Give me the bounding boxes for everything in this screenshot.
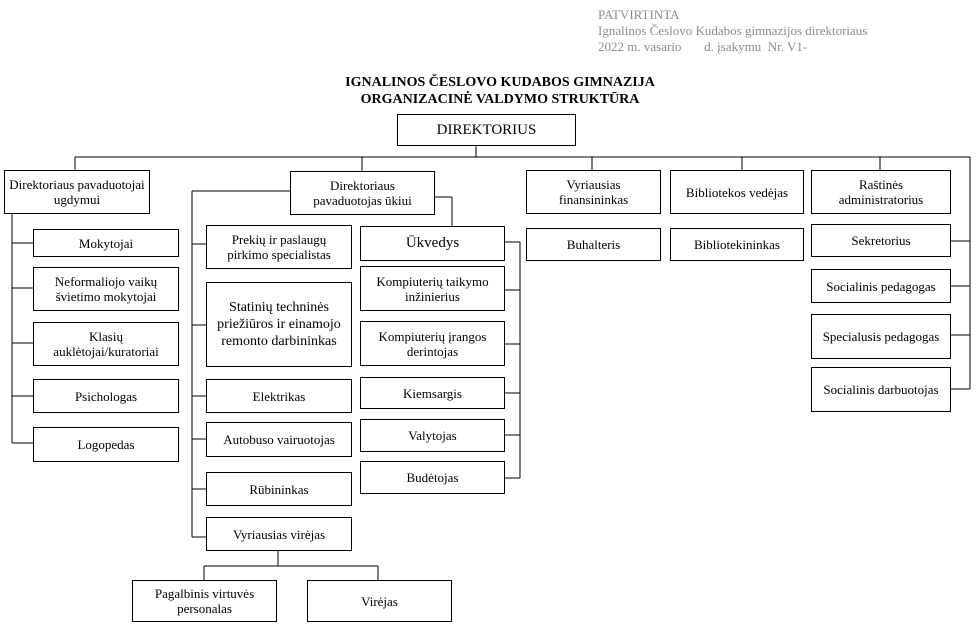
node-accountant: Buhalteris [526, 228, 661, 261]
node-librarian: Bibliotekininkas [670, 228, 804, 261]
node-housekeeper: Ūkvedys [360, 226, 505, 261]
node-social-pedagogue: Socialinis pedagogas [811, 269, 951, 303]
node-kitchen-staff: Pagalbinis virtuvės personalas [132, 580, 277, 622]
node-cloakroom: Rūbininkas [206, 472, 352, 506]
node-nonformal-teachers: Neformaliojo vaikų švietimo mokytojai [33, 267, 179, 311]
node-bus-driver: Autobuso vairuotojas [206, 422, 352, 457]
node-speech-therapist: Logopedas [33, 427, 179, 462]
node-electrician: Elektrikas [206, 379, 352, 413]
node-it-engineer: Kompiuterių taikymo inžinierius [360, 266, 505, 311]
node-cook: Virėjas [307, 580, 452, 622]
node-maintenance-worker: Statinių techninės priežiūros ir einamoj… [206, 282, 352, 367]
node-psychologist: Psichologas [33, 379, 179, 413]
title-structure: ORGANIZACINĖ VALDYMO STRUKTŪRA [360, 92, 640, 107]
node-yard-keeper: Kiemsargis [360, 377, 505, 409]
node-library-head: Bibliotekos vedėjas [670, 170, 804, 214]
approval-line-3: 2022 m. vasario d. įsakymu Nr. V1- [598, 39, 808, 54]
node-teachers: Mokytojai [33, 229, 179, 257]
approval-line-1: PATVIRTINTA [598, 7, 680, 22]
node-office-admin: Raštinės administratorius [811, 170, 951, 214]
node-deputy-economic: Direktoriaus pavaduotojas ūkiui [290, 171, 435, 215]
node-procurement: Prekių ir paslaugų pirkimo specialistas [206, 225, 352, 269]
node-class-tutors: Klasių auklėtojai/kuratoriai [33, 322, 179, 366]
node-deputy-education: Direktoriaus pavaduotojai ugdymui [4, 170, 150, 214]
approval-line-2: Ignalinos Česlovo Kudabos gimnazijos dir… [598, 23, 868, 38]
node-it-equipment: Kompiuterių įrangos derintojas [360, 321, 505, 366]
title-school: IGNALINOS ČESLOVO KUDABOS GIMNAZIJA [345, 75, 655, 90]
node-duty-officer: Budėtojas [360, 461, 505, 494]
node-chief-financier: Vyriausias finansininkas [526, 170, 661, 214]
node-head-cook: Vyriausias virėjas [206, 517, 352, 551]
node-special-pedagogue: Specialusis pedagogas [811, 314, 951, 359]
approval-stamp: PATVIRTINTA Ignalinos Česlovo Kudabos gi… [598, 7, 867, 55]
node-cleaner: Valytojas [360, 419, 505, 452]
node-secretary: Sekretorius [811, 224, 951, 257]
node-director: DIREKTORIUS [397, 114, 576, 146]
node-social-worker: Socialinis darbuotojas [811, 367, 951, 412]
